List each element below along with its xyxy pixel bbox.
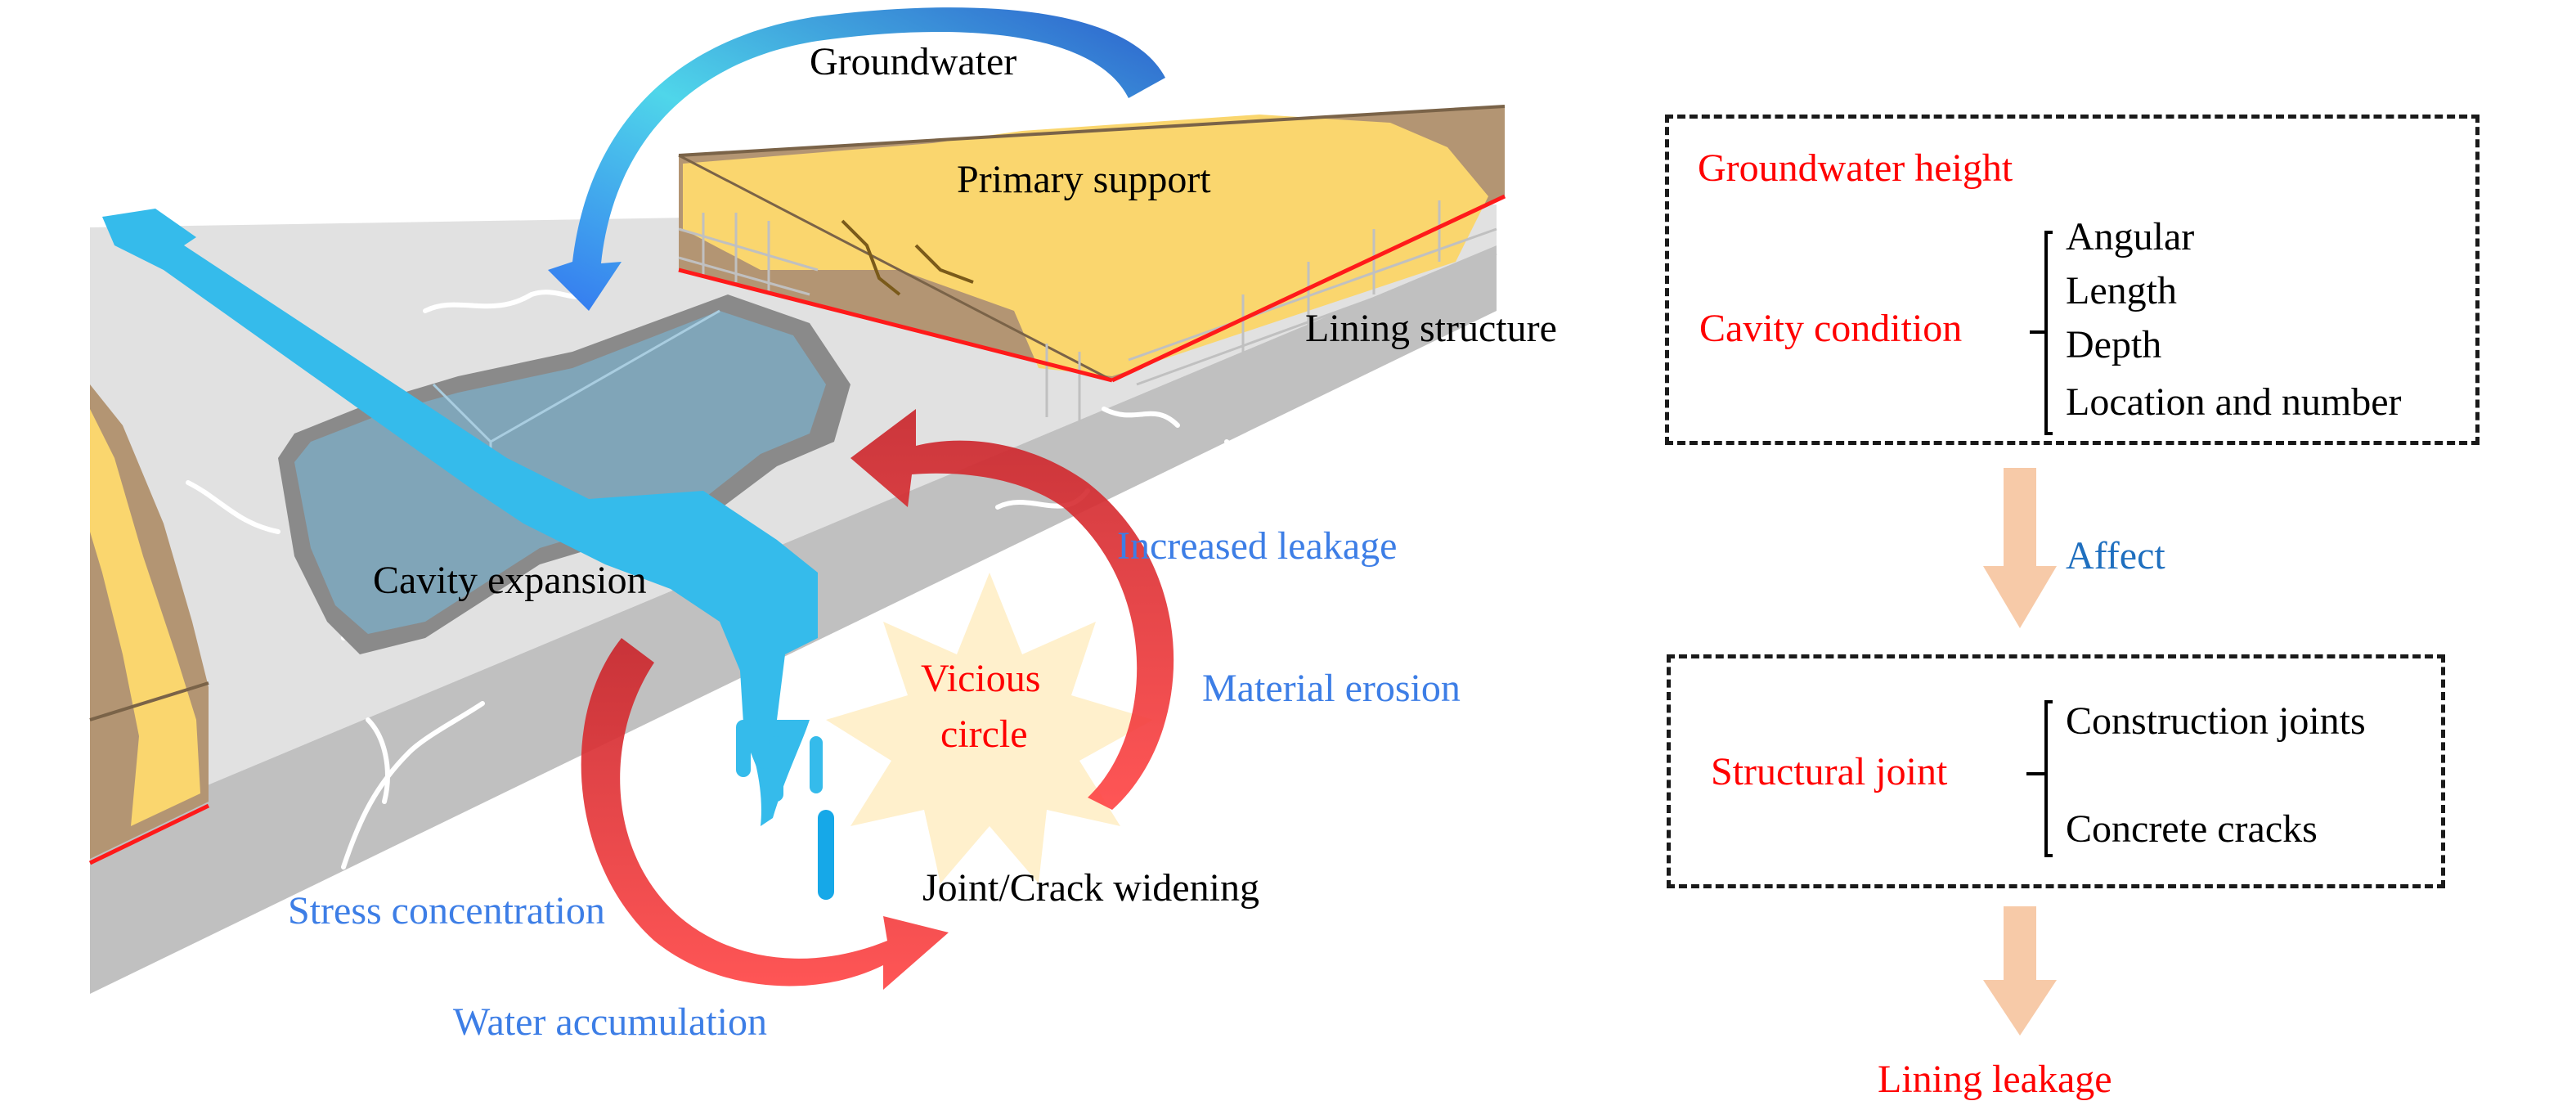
- joint-bracket: [2044, 700, 2053, 857]
- label-water-accumulation: Water accumulation: [453, 1000, 767, 1044]
- vicious-circle-star-icon: [826, 573, 1153, 883]
- bracket-stub-2: [2026, 772, 2044, 775]
- label-stress-concentration: Stress concentration: [288, 889, 605, 932]
- factor-box-structural-joint: [1667, 654, 2445, 888]
- label-lining-structure: Lining structure: [1305, 307, 1557, 350]
- left-support-wall: [88, 384, 210, 865]
- cavity-item-depth: Depth: [2066, 323, 2162, 366]
- cavity-item-angular: Angular: [2066, 215, 2195, 258]
- cycle-arrow-upper-icon: [850, 409, 1174, 810]
- primary-support-block: [678, 105, 1506, 425]
- label-joint-crack-widening: Joint/Crack widening: [922, 866, 1259, 910]
- affect-arrow-icon: [1983, 468, 2057, 628]
- cycle-arrow-lower-icon: [581, 638, 949, 990]
- label-lining-leakage: Lining leakage: [1878, 1058, 2112, 1101]
- tunnel-leakage-illustration: [88, 7, 1506, 994]
- label-material-erosion: Material erosion: [1202, 667, 1461, 710]
- label-cavity-condition: Cavity condition: [1699, 307, 1963, 350]
- factor-box-groundwater-cavity: [1665, 115, 2480, 445]
- cavity-item-location-number: Location and number: [2066, 380, 2402, 424]
- water-flow: [102, 209, 834, 900]
- bracket-stub: [2030, 330, 2044, 334]
- result-arrow-icon: [1983, 906, 2057, 1036]
- joint-item-construction: Construction joints: [2066, 699, 2366, 743]
- label-groundwater: Groundwater: [810, 40, 1017, 83]
- cavity-item-length: Length: [2066, 269, 2177, 312]
- label-affect: Affect: [2066, 534, 2165, 577]
- label-increased-leakage: Increased leakage: [1117, 524, 1398, 568]
- label-vicious-line2: circle: [940, 712, 1028, 756]
- cavity-bracket: [2044, 231, 2053, 435]
- label-cavity-expansion: Cavity expansion: [373, 559, 647, 602]
- label-vicious-line1: Vicious: [921, 657, 1041, 700]
- groundwater-arrow-icon: [548, 7, 1165, 311]
- label-structural-joint: Structural joint: [1711, 750, 1948, 793]
- label-primary-support: Primary support: [957, 158, 1211, 201]
- label-groundwater-height: Groundwater height: [1698, 146, 2013, 190]
- joint-item-concrete-cracks: Concrete cracks: [2066, 807, 2318, 851]
